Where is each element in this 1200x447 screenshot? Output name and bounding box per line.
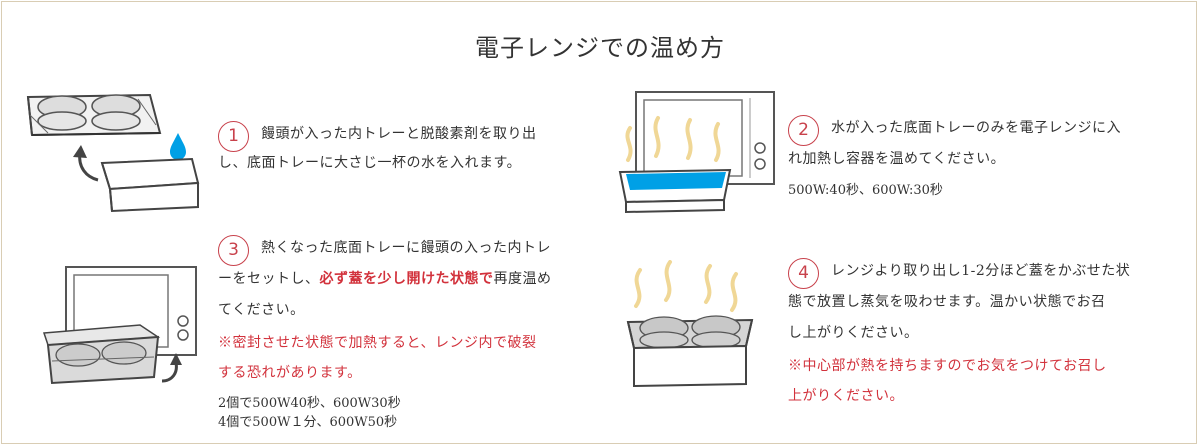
heating-time: 500W:40秒、600W:30秒 [788, 183, 943, 198]
step-instruction: 水が入った底面トレーのみを電子レンジに入 [831, 120, 1121, 136]
step-instruction-cont: し上がりください。 [788, 325, 919, 341]
step-instruction-cont: てください。 [218, 302, 305, 318]
step-number-badge: 1 [218, 121, 249, 152]
step-instruction-cont: 態で放置し蒸気を吸わせます。温かい状態でお召 [788, 294, 1106, 310]
tray-with-manju-icon [626, 315, 754, 388]
tray-with-lid-icon [42, 324, 161, 385]
step-2: 2 水が入った底面トレーのみを電子レンジに入 れ加熱し容器を温めてください。 5… [788, 113, 1168, 200]
inner-tray-icon [26, 93, 162, 137]
base-tray-icon [100, 157, 200, 213]
step-instruction: レンジより取り出し1-2分ほど蓋をかぶせた状 [831, 263, 1131, 279]
step-number-badge: 3 [218, 235, 249, 266]
water-tray-icon [618, 168, 732, 214]
steaming-tray-illustration [626, 260, 754, 388]
step-instruction-cont: れ加熱し容器を温めてください。 [788, 151, 1006, 167]
step-4: 4 レンジより取り出し1-2分ほど蓋をかぶせた状 態で放置し蒸気を吸わせます。温… [788, 256, 1168, 411]
step-1: 1 饅頭が入った内トレーと脱酸素剤を取り出 し、底面トレーに大さじ一杯の水を入れ… [218, 119, 578, 179]
steam-icon [625, 116, 721, 162]
step-instruction: 熱くなった底面トレーに饅頭の入った内トレ [261, 240, 551, 256]
page-title: 電子レンジでの温め方 [475, 34, 725, 62]
warning-note: ※中心部が熱を持ちますのでお気をつけてお召し [788, 358, 1107, 374]
step-instruction-cont: ーをセットし、必ず蓋を少し開けた状態で再度温め [218, 271, 552, 287]
steam-icon [634, 260, 738, 312]
step-3: 3 熱くなった底面トレーに饅頭の入った内トレ ーをセットし、必ず蓋を少し開けた状… [218, 233, 578, 432]
heating-time: 4個で500W１分、600W50秒 [218, 415, 398, 430]
step-number-badge: 2 [788, 115, 819, 146]
step-instruction: 饅頭が入った内トレーと脱酸素剤を取り出 [261, 126, 537, 142]
heating-time: 2個で500W40秒、600W30秒 [218, 396, 401, 411]
warning-note-cont: 上がりください。 [788, 388, 904, 404]
microwave-tray-illustration [42, 266, 197, 385]
emphasis-text: 必ず蓋を少し開けた状態で [319, 271, 494, 287]
microwave-water-illustration [618, 91, 775, 214]
step-instruction-cont: し、底面トレーに大さじ一杯の水を入れます。 [218, 155, 522, 171]
water-drop-icon [170, 133, 186, 160]
tray-lift-illustration [26, 93, 200, 213]
insert-arrow-icon [161, 362, 178, 383]
step-number-badge: 4 [788, 258, 819, 289]
warning-note: ※密封させた状態で加熱すると、レンジ内で破裂 [218, 335, 537, 351]
warning-note-cont: する恐れがあります。 [218, 365, 362, 381]
